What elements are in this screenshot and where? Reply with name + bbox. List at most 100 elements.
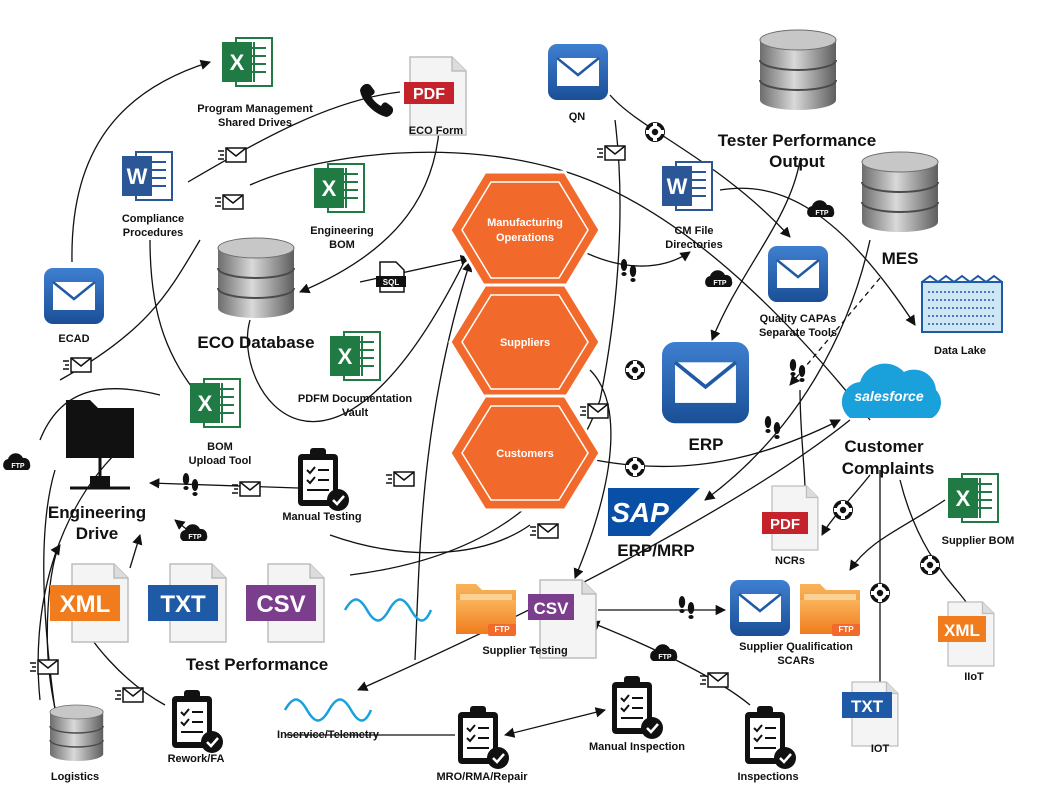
svg-text:Inspections: Inspections <box>737 771 798 783</box>
svg-text:Supplier Testing: Supplier Testing <box>482 645 567 657</box>
svg-text:salesforce: salesforce <box>854 388 923 404</box>
svg-text:PDF: PDF <box>413 86 445 103</box>
svg-text:Program Management: Program Management <box>197 103 313 115</box>
node-ecad[interactable]: ECAD <box>42 266 106 345</box>
node-logistics[interactable]: Logistics <box>49 704 104 783</box>
svg-text:Test Performance: Test Performance <box>186 655 328 674</box>
svg-text:CSV: CSV <box>534 599 570 618</box>
svg-text:ERP/MRP: ERP/MRP <box>617 541 694 560</box>
node-iot[interactable]: TXT IOT <box>842 681 899 755</box>
node-engineering-drive[interactable]: Engineering Drive <box>48 400 146 543</box>
svg-text:FTP: FTP <box>11 463 25 470</box>
svg-text:Directories: Directories <box>665 239 722 251</box>
svg-text:Engineering: Engineering <box>48 503 146 522</box>
svg-text:ECO Form: ECO Form <box>409 125 464 137</box>
svg-text:XML: XML <box>944 621 980 640</box>
node-rework-fa[interactable]: Rework/FA <box>168 688 225 765</box>
node-engineering-bom[interactable]: Engineering BOM <box>310 163 374 251</box>
phone-icon <box>360 83 394 117</box>
hexagon-suppliers[interactable]: Suppliers <box>448 283 602 401</box>
node-quality-capas[interactable]: Quality CAPAs Separate Tools <box>759 244 837 339</box>
svg-text:Drive: Drive <box>76 524 119 543</box>
salesforce-cloud-icon <box>841 363 941 418</box>
svg-text:TXT: TXT <box>851 697 884 716</box>
svg-text:CSV: CSV <box>256 591 305 618</box>
svg-text:Quality CAPAs: Quality CAPAs <box>760 313 837 325</box>
svg-text:ERP: ERP <box>689 435 724 454</box>
svg-text:FTP: FTP <box>838 625 854 634</box>
node-data-lake[interactable]: Data Lake <box>921 274 1003 357</box>
svg-text:TXT: TXT <box>160 591 206 618</box>
connector-badges: FTP FTP FTP FTP FTP <box>3 83 940 703</box>
node-manual-inspection[interactable]: Manual Inspection <box>589 674 685 753</box>
svg-text:Complaints: Complaints <box>842 459 935 478</box>
svg-text:BOM: BOM <box>207 441 233 453</box>
svg-text:FTP: FTP <box>815 210 829 217</box>
svg-text:PDFM Documentation: PDFM Documentation <box>298 393 413 405</box>
node-qn[interactable]: QN <box>546 42 610 123</box>
svg-text:FTP: FTP <box>658 654 672 661</box>
svg-text:Supplier Qualification: Supplier Qualification <box>739 641 853 653</box>
node-customer-complaints[interactable]: salesforce Customer Complaints <box>841 363 941 478</box>
svg-text:SCARs: SCARs <box>777 655 814 667</box>
hexagon-manufacturing[interactable]: Manufacturing Operations <box>448 170 602 290</box>
node-test-performance[interactable]: XML TXT CSV Test Performance <box>50 563 433 674</box>
svg-text:Suppliers: Suppliers <box>500 337 550 349</box>
svg-text:Tester Performance: Tester Performance <box>718 131 876 150</box>
node-pdfm-vault[interactable]: PDFM Documentation Vault <box>298 331 413 419</box>
svg-text:PDF: PDF <box>770 516 800 533</box>
svg-text:Output: Output <box>769 152 825 171</box>
svg-text:FTP: FTP <box>494 625 510 634</box>
svg-text:MES: MES <box>882 249 919 268</box>
svg-text:FTP: FTP <box>188 534 202 541</box>
svg-text:Manual Inspection: Manual Inspection <box>589 741 685 753</box>
svg-text:IIoT: IIoT <box>964 671 984 683</box>
node-compliance-procedures[interactable]: Compliance Procedures <box>121 151 184 239</box>
svg-text:IOT: IOT <box>871 743 890 755</box>
node-erp-mrp[interactable]: SAP ERP/MRP <box>608 488 700 560</box>
node-supplier-bom[interactable]: Supplier BOM <box>942 473 1015 547</box>
node-inservice-telemetry[interactable]: Inservice/Telemetry <box>277 698 380 742</box>
svg-text:Vault: Vault <box>342 407 369 419</box>
svg-text:XML: XML <box>60 591 111 618</box>
svg-text:FTP: FTP <box>713 280 727 287</box>
node-tester-performance-output[interactable]: Tester Performance Output <box>718 29 876 171</box>
svg-text:Manufacturing: Manufacturing <box>487 217 563 229</box>
svg-text:Upload Tool: Upload Tool <box>189 455 252 467</box>
svg-text:Rework/FA: Rework/FA <box>168 753 225 765</box>
svg-text:SAP: SAP <box>611 497 669 528</box>
node-cm-file-directories[interactable]: CM File Directories <box>661 161 723 251</box>
svg-text:CM File: CM File <box>674 225 713 237</box>
node-inspections[interactable]: Inspections <box>737 704 799 783</box>
node-ncrs[interactable]: PDF NCRs <box>762 485 819 567</box>
node-program-management[interactable]: Program Management Shared Drives <box>197 37 313 129</box>
svg-text:MRO/RMA/Repair: MRO/RMA/Repair <box>436 771 528 783</box>
node-mes[interactable]: MES <box>861 151 939 268</box>
svg-text:Inservice/Telemetry: Inservice/Telemetry <box>277 729 380 741</box>
svg-text:Manual Testing: Manual Testing <box>282 511 361 523</box>
node-supplier-qualification[interactable]: FTP Supplier Qualification SCARs <box>728 578 860 667</box>
hexagon-customers[interactable]: Customers <box>448 394 602 512</box>
node-bom-upload-tool[interactable]: BOM Upload Tool <box>189 378 252 467</box>
node-erp[interactable]: ERP <box>660 340 751 454</box>
node-manual-testing[interactable]: Manual Testing <box>282 446 362 523</box>
svg-text:NCRs: NCRs <box>775 555 805 567</box>
svg-text:Data Lake: Data Lake <box>934 345 986 357</box>
svg-text:ECAD: ECAD <box>58 333 89 345</box>
svg-text:Engineering: Engineering <box>310 225 374 237</box>
node-iiot[interactable]: XML IIoT <box>938 601 995 683</box>
svg-text:Separate Tools: Separate Tools <box>759 327 837 339</box>
node-eco-form[interactable]: PDF ECO Form <box>404 56 467 137</box>
svg-text:QN: QN <box>569 111 586 123</box>
node-supplier-testing[interactable]: FTP CSV Supplier Testing <box>456 579 597 659</box>
svg-text:Compliance: Compliance <box>122 213 184 225</box>
node-eco-database[interactable]: ECO Database <box>197 237 315 352</box>
svg-text:Customer: Customer <box>844 437 924 456</box>
node-mro-rma-repair[interactable]: MRO/RMA/Repair <box>436 704 528 783</box>
svg-text:Logistics: Logistics <box>51 771 99 783</box>
svg-text:BOM: BOM <box>329 239 355 251</box>
sql-file-icon: SQL <box>376 261 406 293</box>
svg-text:Procedures: Procedures <box>123 227 184 239</box>
svg-text:ECO Database: ECO Database <box>197 333 314 352</box>
